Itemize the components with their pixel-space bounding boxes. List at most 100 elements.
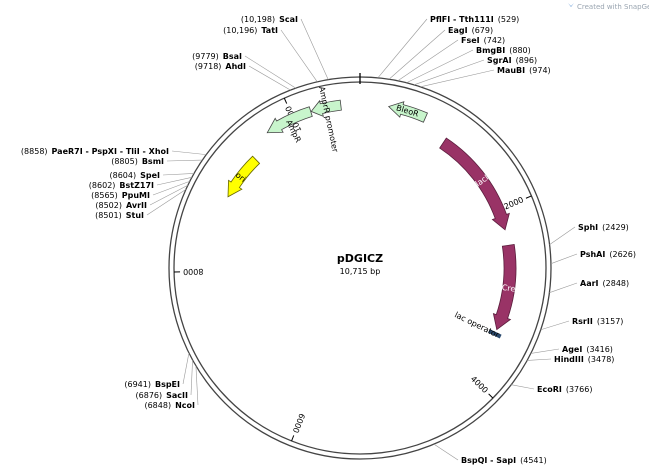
site-leader-line <box>171 150 207 155</box>
site-ncoi[interactable]: (6848) NcoI <box>144 365 199 410</box>
site-bspei[interactable]: (6941)BspEI <box>124 352 190 389</box>
site-eagi[interactable]: EagI(679) <box>388 26 493 80</box>
site-leader-line <box>190 359 193 396</box>
site-label[interactable]: BmgBI(880) <box>476 46 531 55</box>
site-label[interactable]: BspQI - SapI (4541) <box>461 456 547 465</box>
credit-text: Created with SnapGene® <box>577 3 649 11</box>
site-bstz17i[interactable]: (8602)BstZ17I <box>89 177 192 190</box>
site-label[interactable]: (8858)PaeR7I - PspXI - TliI - XhoI <box>21 147 169 156</box>
site-label[interactable]: (8602)BstZ17I <box>89 181 154 190</box>
feature-ampr-promoter[interactable]: AmprR promoter <box>310 86 342 154</box>
site-label[interactable]: (10,198)ScaI <box>241 15 298 24</box>
site-label[interactable]: EcoRI(3766) <box>537 385 592 394</box>
site-maubi[interactable]: MauBI(974) <box>420 66 551 88</box>
site-name: NcoI <box>175 401 195 410</box>
site-bmgbi[interactable]: BmgBI(880) <box>406 46 531 84</box>
site-label[interactable]: (8501)StuI <box>95 211 144 220</box>
feature-laci[interactable]: lacI <box>439 137 510 231</box>
site-name: SpeI <box>140 171 160 180</box>
site-ecori[interactable]: EcoRI(3766) <box>511 384 592 394</box>
site-position: (9779) <box>192 52 219 61</box>
site-name: BsmI <box>142 157 164 166</box>
site-label[interactable]: PshAI(2626) <box>580 250 636 259</box>
feature-shape[interactable] <box>488 329 502 339</box>
site-label[interactable]: (6848) NcoI <box>144 401 195 410</box>
site-sacii[interactable]: (6876)SacII <box>136 359 193 400</box>
site-leader-line <box>146 189 187 216</box>
site-label[interactable]: SgrAI(896) <box>487 56 537 65</box>
site-position: (8604) <box>110 171 137 180</box>
site-avrii[interactable]: (8502)AvrII <box>95 185 188 210</box>
site-label[interactable]: AarI(2848) <box>580 279 629 288</box>
tick-mark <box>291 435 295 442</box>
site-label[interactable]: (9718)AhdI <box>195 62 246 71</box>
site-position: (8858) <box>21 147 48 156</box>
feature-shape[interactable] <box>387 101 428 123</box>
site-name: PshAI <box>580 250 605 259</box>
site-pflfi[interactable]: PflFI - Tth111I(529) <box>377 15 519 79</box>
site-sphi[interactable]: SphI(2429) <box>549 223 629 245</box>
site-label[interactable]: PflFI - Tth111I(529) <box>430 15 519 24</box>
site-position: (2429) <box>602 223 629 232</box>
site-label[interactable]: (8604)SpeI <box>110 171 161 180</box>
site-label[interactable]: (8565)PpuMI <box>91 191 150 200</box>
site-position: (974) <box>529 66 551 75</box>
feature-cre[interactable]: Cre <box>492 243 517 331</box>
site-position: (896) <box>516 56 538 65</box>
feature-shape[interactable] <box>227 155 261 198</box>
site-fsei[interactable]: FseI(742) <box>397 36 505 82</box>
site-aari[interactable]: AarI(2848) <box>549 279 629 293</box>
feature-ori[interactable]: ori <box>227 155 261 198</box>
site-ppumi[interactable]: (8565)PpuMI <box>91 180 190 200</box>
site-leader-line <box>377 18 428 79</box>
feature-shape[interactable] <box>439 137 510 231</box>
site-position: (4541) <box>520 456 547 465</box>
site-spei[interactable]: (8604)SpeI <box>110 171 195 180</box>
site-label[interactable]: HindIII(3478) <box>554 355 614 364</box>
site-label[interactable]: (6876)SacII <box>136 391 188 400</box>
site-sgrai[interactable]: SgrAI(896) <box>414 56 537 86</box>
site-label[interactable]: (8502)AvrII <box>95 201 147 210</box>
site-ahdi[interactable]: (9718)AhdI <box>195 62 291 91</box>
site-label[interactable]: MauBI(974) <box>497 66 551 75</box>
site-stui[interactable]: (8501)StuI <box>95 189 187 220</box>
site-name: AvrII <box>126 201 147 210</box>
site-position: (8501) <box>95 211 122 220</box>
site-bsai[interactable]: (9779)BsaI <box>192 52 296 89</box>
site-label[interactable]: FseI(742) <box>461 36 505 45</box>
site-position: (679) <box>472 26 494 35</box>
feature-bleor[interactable]: BleoR <box>387 101 428 123</box>
feature-shape[interactable] <box>310 99 342 118</box>
site-label[interactable]: (6941)BspEI <box>124 380 180 389</box>
site-label[interactable]: (10,196)TatI <box>223 26 278 35</box>
site-pshai[interactable]: PshAI(2626) <box>550 250 636 264</box>
site-position: (6848) <box>144 401 171 410</box>
site-name: EcoRI <box>537 385 562 394</box>
site-leader-line <box>549 282 578 293</box>
site-label[interactable]: EagI(679) <box>448 26 493 35</box>
site-leader-line <box>280 29 318 83</box>
site-name: BspQI - SapI <box>461 456 516 465</box>
site-bspqi[interactable]: BspQI - SapI (4541) <box>433 443 547 465</box>
site-label[interactable]: RsrII(3157) <box>572 317 623 326</box>
site-label[interactable]: (8805)BsmI <box>111 157 164 166</box>
site-label[interactable]: SphI(2429) <box>578 223 629 232</box>
site-position: (529) <box>498 15 520 24</box>
site-paer7i[interactable]: (8858)PaeR7I - PspXI - TliI - XhoI <box>21 147 207 156</box>
site-agei[interactable]: AgeI(3416) <box>530 345 613 354</box>
site-bsmi[interactable]: (8805)BsmI <box>111 157 203 166</box>
site-name: FseI <box>461 36 480 45</box>
feature-shape[interactable] <box>266 106 313 134</box>
site-label[interactable]: AgeI(3416) <box>562 345 613 354</box>
feature-shape[interactable] <box>492 243 517 331</box>
site-tati[interactable]: (10,196)TatI <box>223 26 318 83</box>
site-rsrii[interactable]: RsrII(3157) <box>540 317 624 331</box>
site-position: (9718) <box>195 62 222 71</box>
site-hindiii[interactable]: HindIII(3478) <box>527 355 614 364</box>
site-position: (3157) <box>597 317 624 326</box>
site-position: (10,198) <box>241 15 275 24</box>
site-leader-line <box>162 173 195 176</box>
site-scai[interactable]: (10,198)ScaI <box>241 15 329 80</box>
site-leader-line <box>156 177 192 186</box>
site-label[interactable]: (9779)BsaI <box>192 52 242 61</box>
